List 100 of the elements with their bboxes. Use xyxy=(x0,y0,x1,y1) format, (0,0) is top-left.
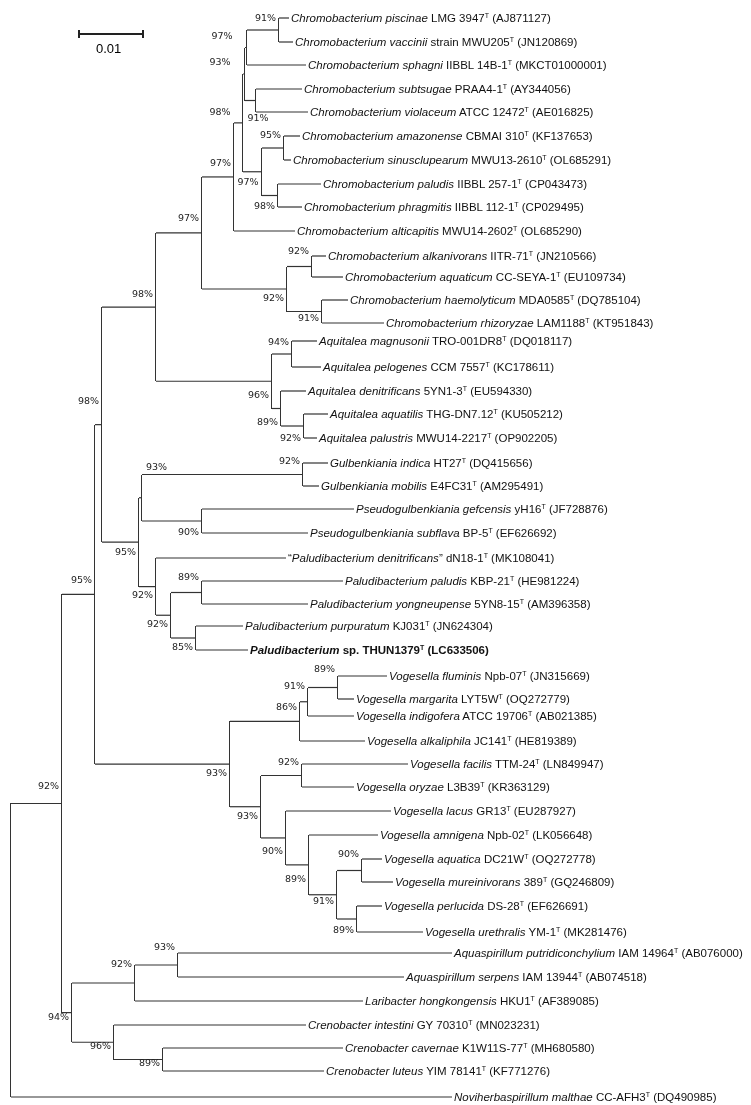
tree-node-line xyxy=(113,1025,115,1060)
tree-node-line xyxy=(260,775,262,838)
bootstrap-value: 93% xyxy=(205,766,227,778)
branch-line xyxy=(201,532,309,534)
bootstrap-value: 92% xyxy=(287,244,309,256)
branch-line xyxy=(301,763,409,765)
taxon-label: Paludibacterium paludis KBP-21$^{T}$ (HE981224) xyxy=(345,574,580,588)
branch-line xyxy=(311,276,344,278)
tree-node-line xyxy=(201,581,203,604)
taxon-label: Vogesella margarita LYT5W$^{T}$ (OQ272779) xyxy=(356,692,570,706)
branch-line xyxy=(229,720,301,722)
branch-line xyxy=(201,176,235,178)
tree-node-line xyxy=(244,47,246,101)
branch-line xyxy=(229,806,262,808)
bootstrap-value: 93% xyxy=(209,55,231,67)
branch-line xyxy=(255,88,303,90)
branch-line xyxy=(286,310,323,313)
bootstrap-value: 93% xyxy=(153,940,175,952)
bootstrap-value: 89% xyxy=(332,923,354,935)
bootstrap-value: 92% xyxy=(131,588,153,600)
tree-node-line xyxy=(141,474,143,521)
branch-line xyxy=(283,159,292,161)
branch-line xyxy=(255,111,309,113)
tree-node-line xyxy=(271,354,273,409)
tree-node-line xyxy=(155,558,157,616)
taxon-label: Laribacter hongkongensis HKU1$^{T}$ (AF389085) xyxy=(365,994,599,1008)
taxon-label: Chromobacterium amazonense CBMAI 310$^{T}$ (KF137653) xyxy=(302,129,593,143)
branch-line xyxy=(101,541,140,543)
tree-node-line xyxy=(242,74,244,172)
branch-line xyxy=(246,64,307,66)
bootstrap-value: 90% xyxy=(261,844,283,856)
tree-node-line xyxy=(337,676,339,699)
branch-line xyxy=(246,29,280,31)
taxon-label: Chromobacterium haemolyticum MDA0585$^{T}$ (DQ785104) xyxy=(350,293,641,307)
branch-line xyxy=(101,306,157,308)
branch-line xyxy=(233,122,244,124)
branch-line xyxy=(195,625,244,627)
tree-node-line xyxy=(170,592,172,638)
tree-node-line xyxy=(361,859,363,882)
branch-line xyxy=(260,774,303,777)
tree-node-line xyxy=(134,965,136,1001)
branch-line xyxy=(337,698,355,700)
tree-node-line xyxy=(101,307,103,543)
taxon-label: Chromobacterium alkanivorans IITR-71$^{T}$ (JN210566) xyxy=(328,249,597,263)
taxon-label: Aquaspirillum serpens IAM 13944$^{T}$ (AB074518) xyxy=(406,970,647,984)
taxon-label: Vogesella alkaliphila JC141$^{T}$ (HE819389) xyxy=(367,734,577,748)
branch-line xyxy=(301,786,355,788)
bootstrap-value: 98% xyxy=(77,394,99,406)
tree-node-line xyxy=(229,721,231,807)
tree-node-line xyxy=(299,701,301,741)
branch-line xyxy=(155,557,287,559)
branch-line xyxy=(277,206,303,208)
bootstrap-value: 91% xyxy=(247,111,269,123)
branch-line xyxy=(311,255,327,257)
branch-line xyxy=(285,864,310,866)
tree-node-line xyxy=(277,184,279,207)
bootstrap-value: 96% xyxy=(89,1039,111,1051)
taxon-label: Gulbenkiania mobilis E4FC31$^{T}$ (AM295491) xyxy=(321,479,544,493)
bootstrap-value: 91% xyxy=(254,11,276,23)
branch-line xyxy=(244,99,257,102)
bootstrap-value: 92% xyxy=(277,755,299,767)
taxon-label: Gulbenkiania indica HT27$^{T}$ (DQ415656) xyxy=(330,456,533,470)
bootstrap-value: 94% xyxy=(267,335,289,347)
tree-node-line xyxy=(255,89,257,112)
branch-line xyxy=(10,802,63,805)
tree-node-line xyxy=(177,953,179,977)
branch-line xyxy=(261,194,279,197)
tree-node-line xyxy=(303,414,305,438)
branch-line xyxy=(291,366,322,368)
taxon-label: Aquitalea palustris MWU14-2217$^{T}$ (OP902205) xyxy=(319,431,558,445)
branch-line xyxy=(302,485,320,487)
bootstrap-value: 92% xyxy=(262,291,284,303)
branch-line xyxy=(336,869,363,872)
bootstrap-value: 98% xyxy=(209,105,231,117)
tree-node-line xyxy=(321,300,323,323)
branch-line xyxy=(283,135,301,137)
branch-line xyxy=(299,740,366,742)
branch-line xyxy=(307,686,339,689)
bootstrap-value: 97% xyxy=(177,211,199,223)
taxon-label: Chromobacterium piscinae LMG 3947$^{T}$ (AJ871127) xyxy=(291,11,551,25)
branch-line xyxy=(162,1047,344,1049)
branch-line xyxy=(134,1000,364,1002)
bootstrap-value: 95% xyxy=(114,545,136,557)
taxon-label: Aquitalea pelogenes CCM 7557$^{T}$ (KC178611) xyxy=(323,360,555,374)
branch-line xyxy=(141,473,304,476)
taxon-label: Vogesella amnigena Npb-02$^{T}$ (LK056648) xyxy=(380,828,593,842)
branch-line xyxy=(244,46,248,49)
tree-node-line xyxy=(336,870,338,919)
taxon-label: Aquitalea denitrificans 5YN1-3$^{T}$ (EU594330) xyxy=(308,384,533,398)
branch-line xyxy=(361,858,383,860)
tree-node-line xyxy=(155,232,157,382)
bootstrap-value: 97% xyxy=(237,175,259,187)
tree-node-line xyxy=(278,18,280,42)
branch-line xyxy=(155,614,172,616)
branch-line xyxy=(201,580,344,582)
taxon-label: Vogesella aquatica DC21W$^{T}$ (OQ272778) xyxy=(384,852,596,866)
taxon-label: Chromobacterium paludis IIBBL 257-1$^{T}$ (CP043473) xyxy=(323,177,588,191)
bootstrap-value: 92% xyxy=(279,431,301,443)
taxon-label: Crenobacter cavernae K1W11S-77$^{T}$ (MH680580) xyxy=(345,1041,595,1055)
branch-line xyxy=(280,425,305,427)
